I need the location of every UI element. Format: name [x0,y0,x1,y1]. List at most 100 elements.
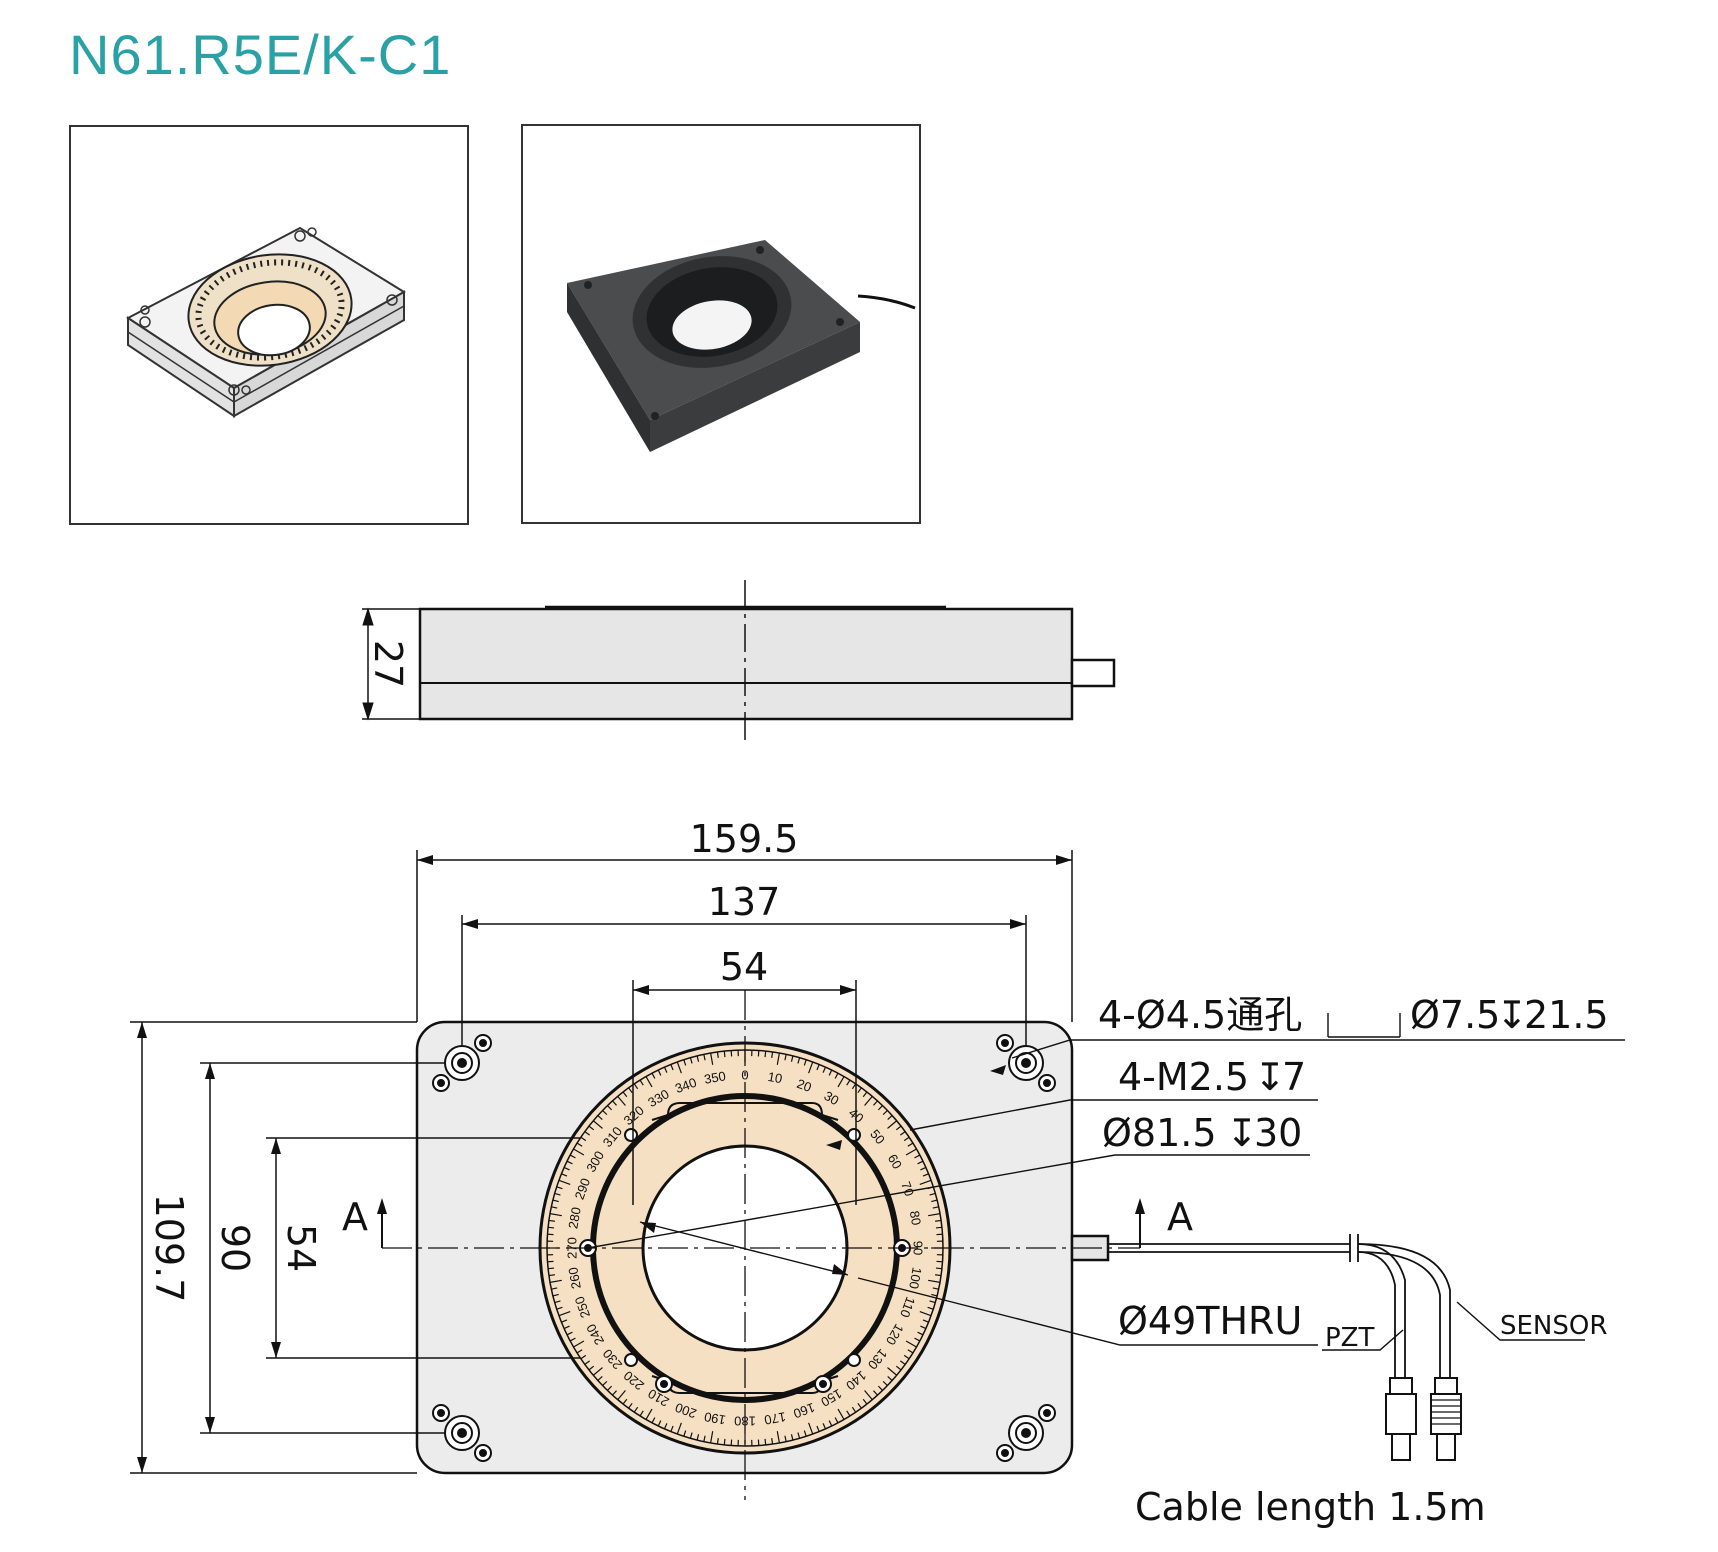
scale-tick [639,1410,644,1417]
scale-tick [563,1325,570,1330]
scale-tick [776,1431,780,1444]
scale-tick [645,1076,653,1088]
scale-tick [563,1166,570,1171]
scale-ticks [547,1050,943,1446]
scale-tick [566,1160,573,1165]
scale-tick [597,1115,603,1120]
scale-tick [573,1148,585,1156]
height-overall-label: 109.7 [147,1194,191,1303]
scale-tick [905,1340,917,1348]
scale-tick [797,1057,801,1064]
scale-tick [914,1154,921,1159]
scale-tick [703,1054,706,1061]
scale-tick [929,1192,936,1196]
scale-label: 290 [572,1176,594,1202]
scale-tick [645,1408,653,1420]
side-view [362,580,1116,742]
scale-tick [556,1306,563,1310]
scale-tick [864,1390,873,1401]
ring-bore-depth-callout: 30 [1254,1111,1302,1155]
scale-tick [808,1061,814,1074]
scale-label: 170 [763,1409,787,1428]
scale-tick [928,1279,941,1283]
scale-tick [576,1349,583,1354]
scale-tick [723,1051,726,1058]
scale-tick [569,1154,576,1159]
scale-label: 60 [885,1151,905,1171]
scale-tick [771,1051,774,1058]
scale-tick [935,1267,942,1270]
scale-tick [676,1422,682,1435]
scale-tick [622,1091,628,1098]
scale-tick [552,1293,559,1297]
scale-tick [931,1199,938,1203]
scale-label: 100 [906,1266,925,1290]
scale-tick [816,1425,820,1432]
scale-tick [548,1219,555,1222]
product-photo [521,124,921,524]
scale-tick [633,1083,639,1090]
scale-tick [919,1311,932,1317]
scale-tick [828,1069,833,1076]
scale-tick [558,1311,571,1317]
scale-tick [927,1306,934,1310]
depth-symbol-icon: ↧ [1496,993,1528,1037]
scale-tick [834,1417,839,1424]
scale-tick [663,1423,668,1430]
scale-tick [797,1432,801,1439]
scale-tick [932,1287,939,1290]
scale-tick [917,1160,924,1165]
scale-tick [584,1131,591,1136]
scale-label: 340 [673,1075,699,1097]
scale-tick [617,1390,626,1401]
scale-tick [556,1186,563,1190]
thread-callout: 4-M2.5 [1118,1055,1249,1099]
scale-tick [592,1367,603,1376]
scale-tick [882,1380,888,1386]
counterbore-depth-callout: 21.5 [1524,993,1609,1037]
scale-tick [710,1431,714,1444]
scale-tick [935,1219,942,1222]
scale-tick [873,1390,878,1396]
scale-tick [566,1331,573,1336]
scale-tick [834,1072,839,1079]
scale-label: 280 [565,1206,584,1230]
scale-tick [851,1406,857,1413]
scale-tick [895,1365,902,1371]
scale-tick [895,1125,902,1131]
scale-label: 70 [898,1179,917,1198]
scale-tick [771,1438,774,1445]
scale-label: 10 [767,1069,784,1086]
scale-tick [920,1325,927,1330]
depth-symbol-icon: ↧ [1254,1055,1286,1099]
scale-tick [552,1199,559,1203]
scale-tick [549,1279,562,1283]
scale-label: 80 [907,1210,924,1227]
scale-tick [816,1064,820,1071]
scale-label: 160 [791,1400,817,1422]
scale-tick [683,1430,687,1437]
scale-tick [920,1166,927,1171]
scale-label: 260 [565,1266,584,1290]
scale-tick [628,1087,633,1094]
sensor-label: SENSOR [1500,1311,1607,1341]
scale-tick [716,1051,719,1058]
scale-tick [689,1057,693,1064]
center-hole-callout: Ø49THRU [1118,1299,1302,1343]
scale-tick [882,1110,888,1116]
scale-tick [607,1385,613,1391]
scale-tick [548,1226,555,1229]
side-height-label: 27 [366,640,410,688]
scale-tick [790,1434,794,1441]
scale-tick [764,1438,767,1445]
scale-tick [857,1087,862,1094]
scale-label: 250 [572,1294,594,1320]
thread-depth-callout: 7 [1282,1055,1306,1099]
scale-tick [808,1422,814,1435]
scale-tick [803,1430,807,1437]
scale-tick [689,1432,693,1439]
scale-tick [764,1051,767,1058]
scale-tick [907,1349,914,1354]
